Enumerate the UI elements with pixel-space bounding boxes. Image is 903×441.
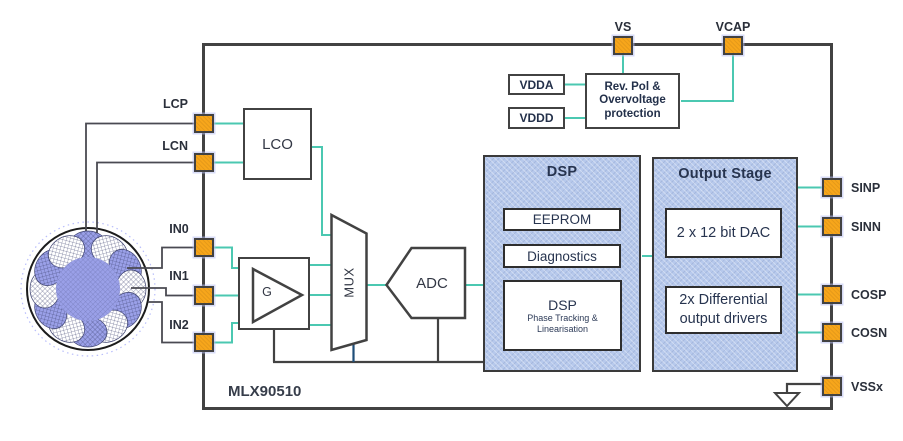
differential-drivers-block: 2x Differential output drivers	[665, 286, 782, 334]
internal-bus-wires	[272, 318, 822, 393]
pin-cosp-label: COSP	[851, 288, 887, 302]
protection-block: Rev. Pol & Overvoltage protection	[585, 73, 680, 129]
dac-label: 2 x 12 bit DAC	[676, 225, 771, 241]
dsp-core-title: DSP	[548, 296, 577, 313]
pin-cosp	[822, 285, 842, 304]
vddd-block: VDDD	[508, 107, 565, 129]
lco-label: LCO	[262, 135, 293, 153]
pin-lcp-label: LCP	[163, 97, 188, 111]
pin-sinp-label: SINP	[851, 181, 881, 195]
pin-sinn-label: SINN	[851, 220, 881, 234]
mux-shape	[330, 212, 368, 352]
dsp-title: DSP	[546, 164, 578, 180]
pin-sinn	[822, 217, 842, 236]
pin-in0-label: IN0	[169, 222, 189, 236]
amplifier-label: G	[262, 285, 272, 299]
drivers-line1: 2x Differential	[679, 292, 768, 308]
pin-vcap-label: VCAP	[715, 20, 751, 34]
pin-vcap	[723, 36, 743, 55]
lco-block: LCO	[243, 108, 312, 180]
protection-line2: Overvoltage	[599, 94, 666, 107]
diagnostics-label: Diagnostics	[527, 248, 597, 264]
ground-icon	[772, 392, 802, 408]
output-stage-title: Output Stage	[678, 166, 772, 182]
pin-vs	[613, 36, 633, 55]
protection-line1: Rev. Pol &	[604, 80, 661, 93]
output-stage-block: Output Stage	[652, 157, 798, 372]
pin-vs-label: VS	[614, 20, 632, 34]
amplifier-block: G	[238, 257, 310, 330]
pin-sinp	[822, 178, 842, 197]
dac-block: 2 x 12 bit DAC	[665, 208, 782, 258]
eeprom-block: EEPROM	[503, 208, 621, 231]
pin-vssx	[822, 377, 842, 396]
pin-vssx-label: VSSx	[851, 380, 883, 394]
pin-cosn-label: COSN	[851, 326, 888, 340]
adc-label: ADC	[416, 275, 448, 292]
drivers-line2: output drivers	[679, 311, 768, 327]
pin-in0	[194, 238, 214, 257]
resolver-coil-icon	[20, 221, 156, 357]
diagnostics-block: Diagnostics	[503, 244, 621, 268]
vddd-label: VDDD	[519, 111, 554, 125]
pin-in1-label: IN1	[169, 269, 189, 283]
pin-cosn	[822, 323, 842, 342]
pin-in2-label: IN2	[169, 318, 189, 332]
dsp-core-line2: Linearisation	[536, 323, 589, 334]
pin-lcn	[194, 153, 214, 172]
pin-in1	[194, 286, 214, 305]
protection-line3: protection	[604, 107, 661, 120]
mux-label: MUX	[341, 267, 357, 298]
chip-name: MLX90510	[228, 383, 302, 400]
pin-lcn-label: LCN	[162, 139, 188, 153]
pin-in2	[194, 333, 214, 352]
adc-shape	[384, 246, 467, 320]
vdda-label: VDDA	[519, 77, 554, 92]
amplifier-triangle-icon	[251, 266, 305, 324]
dsp-core-line1: Phase Tracking &	[527, 312, 598, 323]
eeprom-label: EEPROM	[532, 212, 592, 227]
dsp-core-block: DSP Phase Tracking & Linearisation	[503, 280, 622, 351]
vdda-block: VDDA	[508, 74, 565, 95]
pin-lcp	[194, 114, 214, 133]
signal-wires	[214, 54, 822, 344]
coil-wires	[85, 122, 194, 344]
